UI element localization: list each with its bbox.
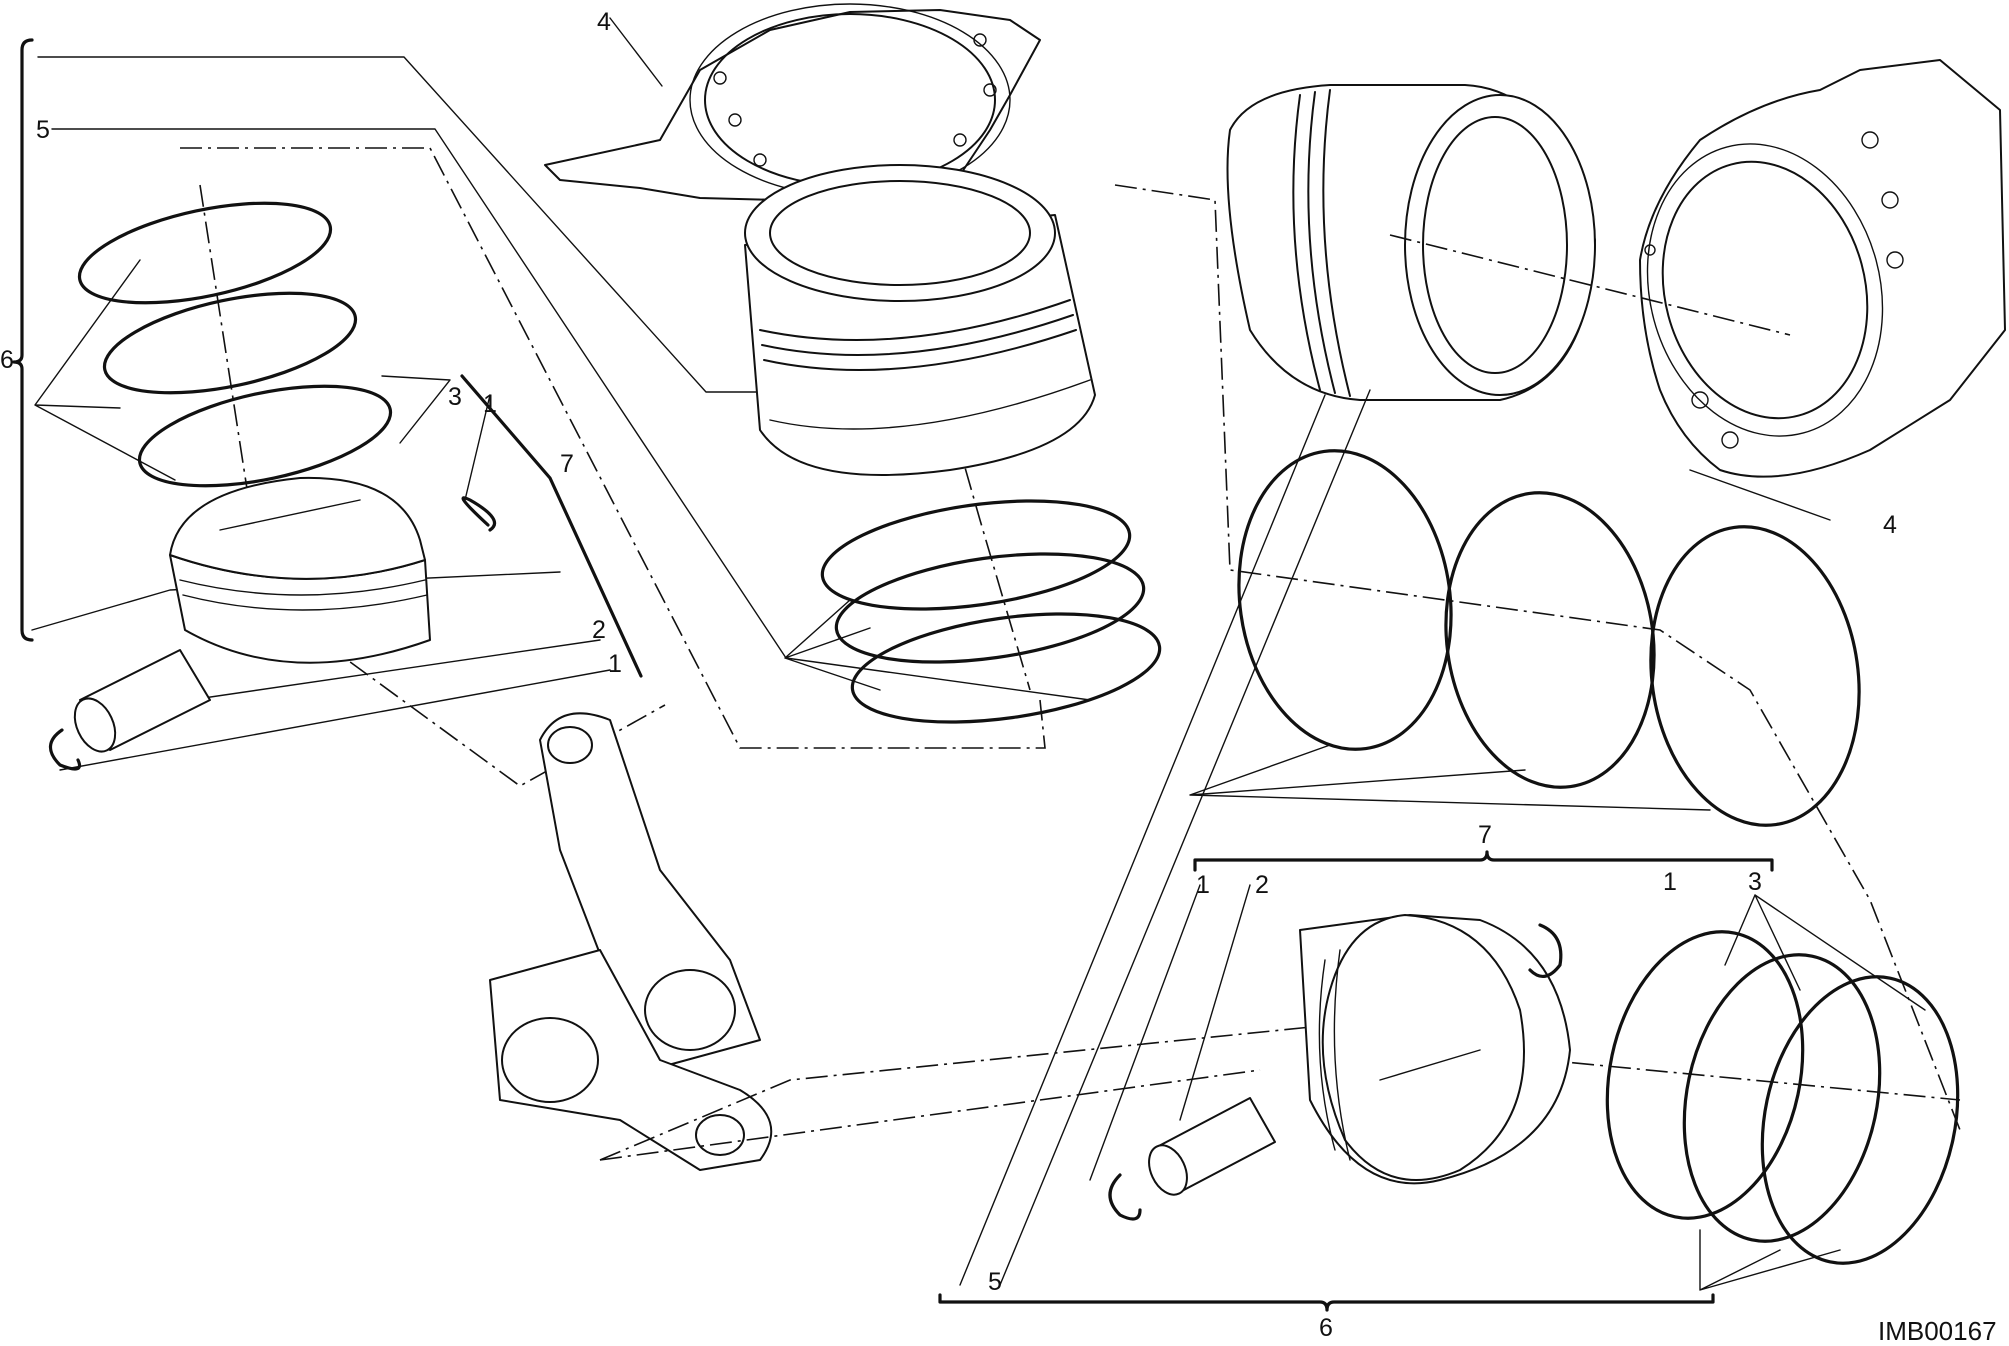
liner-rings	[820, 499, 1162, 724]
callout-left-2: 2	[592, 616, 606, 644]
callout-left-3: 3	[448, 383, 462, 411]
callout-left-7: 7	[560, 450, 574, 478]
piston-rings-left	[77, 201, 393, 488]
right-bracket-7	[1193, 850, 1774, 872]
left-bracket-7	[460, 374, 643, 678]
callout-left-5: 5	[36, 116, 50, 144]
piston-right	[1299, 914, 1571, 1185]
callout-right-1-left: 1	[1196, 871, 1210, 899]
connecting-rod-lower	[489, 949, 773, 1171]
liner-rings-right	[1237, 449, 1861, 827]
right-leader-lines	[599, 184, 1961, 1286]
callout-right-2: 2	[1255, 871, 1269, 899]
piston-pin-right	[1148, 1097, 1276, 1196]
callout-left-6: 6	[0, 346, 14, 374]
head-gasket-right	[1639, 59, 2006, 478]
diagram-id: IMB00167	[1878, 1316, 1997, 1346]
circlip-right-bottom	[1108, 1173, 1142, 1221]
callout-left-1-top: 1	[483, 390, 497, 418]
circlip-left-top	[461, 496, 496, 532]
cylinder-liner-right	[1226, 84, 1596, 401]
callout-right-5: 5	[988, 1268, 1002, 1296]
circlip-right-top	[1528, 923, 1563, 978]
callout-right-3: 3	[1748, 868, 1762, 896]
piston-pin-left	[73, 649, 211, 753]
right-bracket-6	[938, 1293, 1715, 1312]
callout-right-7: 7	[1478, 821, 1492, 849]
callout-labels: 6 5 4 3 1 7 2 1 7 1 2 1 3 4 5 6	[0, 8, 1897, 1342]
circlip-left-bottom	[48, 728, 82, 771]
callout-right-4: 4	[1883, 511, 1897, 539]
callout-right-6: 6	[1319, 1314, 1333, 1342]
callout-left-4: 4	[597, 8, 611, 36]
piston-left	[169, 476, 431, 664]
cylinder-liner-center	[744, 164, 1096, 476]
left-group-bracket-6	[12, 38, 34, 642]
piston-rings-right	[1605, 894, 1960, 1291]
callout-left-1-bottom: 1	[608, 650, 622, 678]
callout-right-1-right: 1	[1663, 868, 1677, 896]
